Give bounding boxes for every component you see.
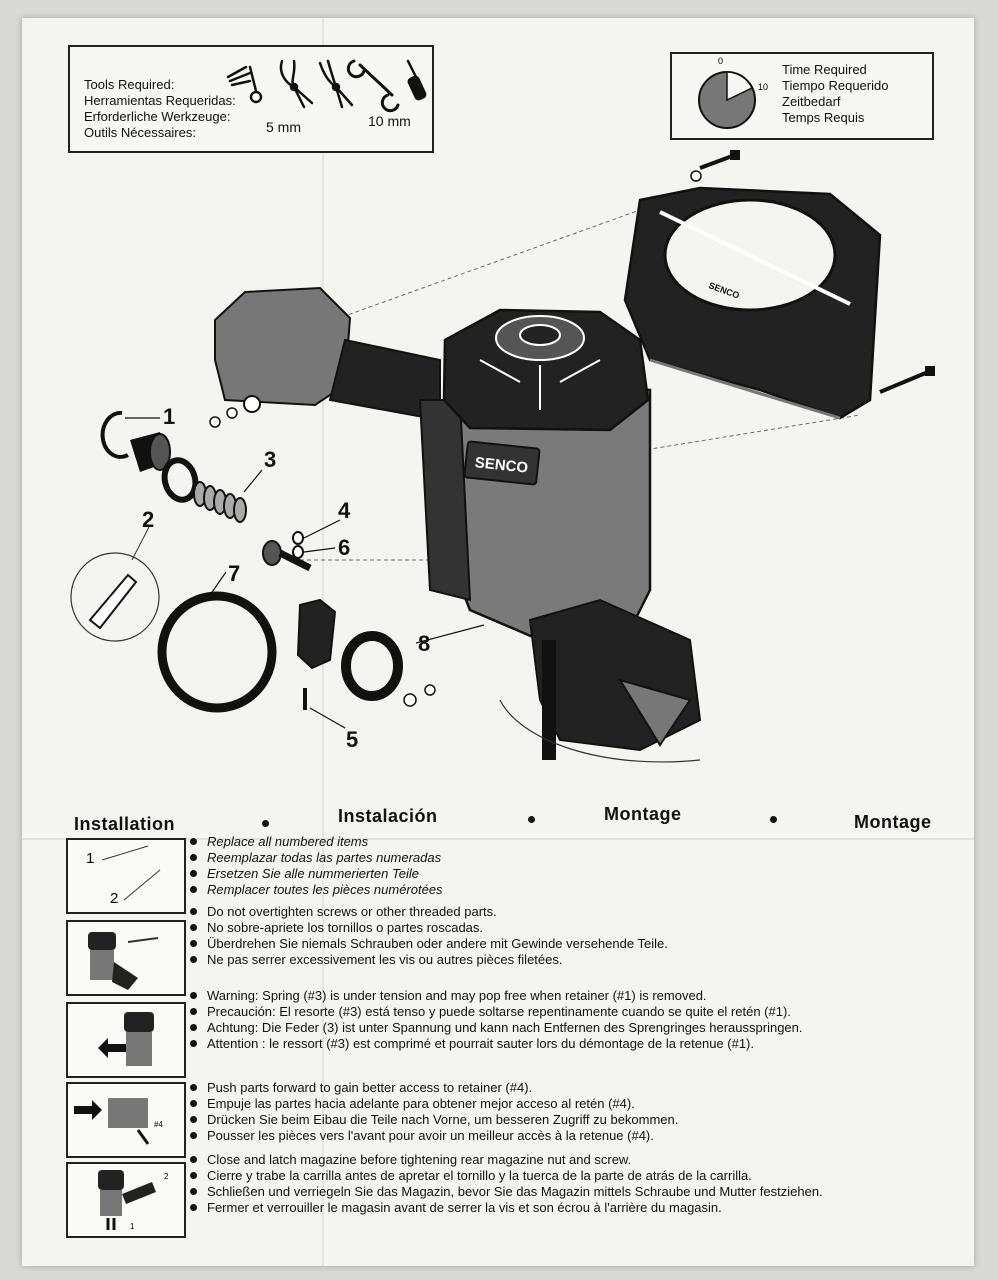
tools-line-en: Tools Required:	[84, 77, 175, 92]
nut-driver-icon	[406, 59, 427, 101]
thumb-label-retainer: #4	[154, 1120, 163, 1129]
tools-line-fr: Outils Nécessaires:	[84, 125, 196, 140]
thumb-label-2: 2	[110, 890, 119, 907]
part-number-7: 7	[228, 561, 241, 586]
tools-required-text: Tools Required: Herramientas Requeridas:…	[84, 77, 236, 141]
tool-size-10mm: 10 mm	[368, 113, 411, 129]
heading-es: Instalación	[338, 806, 438, 826]
thumb-label-2: 2	[164, 1172, 169, 1181]
tool-size-5mm: 5 mm	[266, 119, 301, 135]
step-3-line-es: Precaución: El resorte (#3) está tenso y…	[190, 1004, 791, 1019]
step-2-line-en: Do not overtighten screws or other threa…	[190, 904, 497, 919]
o-ring-part-8	[341, 631, 403, 701]
step-3-line-en: Warning: Spring (#3) is under tension an…	[190, 988, 707, 1003]
time-required-box: 0 10 Time Required Tiempo Requerido Zeit…	[670, 52, 934, 140]
dial-end-label: 10	[758, 82, 769, 92]
tools-icons	[226, 59, 427, 113]
large-o-ring-part-7	[157, 591, 277, 713]
tools-line-de: Erforderliche Werkzeuge:	[84, 109, 231, 124]
part-number-8: 8	[418, 631, 431, 656]
thumb-label-1: 1	[130, 1222, 135, 1231]
step-1-line-en: Replace all numbered items	[190, 834, 368, 849]
handle-cap-part	[214, 286, 441, 422]
tools-required-box: Tools Required: Herramientas Requeridas:…	[68, 45, 434, 153]
part-number-5: 5	[346, 727, 359, 752]
heading-separator	[262, 820, 269, 827]
part-number-6: 6	[338, 535, 351, 560]
heading-fr: Montage	[854, 812, 932, 832]
time-line-de: Zeitbedarf	[782, 94, 841, 109]
heading-en: Installation	[74, 814, 176, 834]
fold-line-horizontal	[22, 838, 974, 840]
part-2-detail-callout	[70, 524, 160, 642]
step-5-line-fr: Fermer et verrouiller le magasin avant d…	[190, 1200, 722, 1215]
step-2-line-es: No sobre-apriete los tornillos o partes …	[190, 920, 483, 935]
step-5-line-es: Cierre y trabe la carrilla antes de apre…	[190, 1168, 752, 1183]
hex-key-icon	[226, 65, 263, 104]
stop-part-2	[130, 432, 171, 472]
part-number-4: 4	[338, 498, 351, 523]
step-5-line-en: Close and latch magazine before tighteni…	[190, 1152, 631, 1167]
retaining-ring-part-1	[100, 410, 129, 459]
part-number-3: 3	[264, 447, 277, 472]
step-3-line-fr: Attention : le ressort (#3) est comprimé…	[190, 1036, 754, 1051]
tools-line-es: Herramientas Requeridas:	[84, 93, 236, 108]
o-ring-small	[161, 457, 199, 503]
step-1-thumbnail: 1 2	[66, 838, 186, 914]
magazine-screw-top	[690, 150, 740, 182]
time-line-fr: Temps Requis	[782, 110, 865, 125]
coil-magazine-part: SENCO	[623, 186, 882, 420]
tool-side-icon	[88, 932, 159, 990]
needle-nose-pliers-icon	[318, 59, 354, 109]
step-4-thumbnail: #4	[66, 1082, 186, 1158]
washer-part-4	[292, 531, 304, 559]
step-4-line-es: Empuje las partes hacia adelante para ob…	[190, 1096, 635, 1111]
step-1-line-fr: Remplacer toutes les pièces numérotées	[190, 882, 443, 897]
step-5-thumbnail: 2 1	[66, 1162, 186, 1238]
magazine-screw-side	[879, 366, 935, 394]
clock-dial-icon	[698, 71, 756, 129]
installation-heading-row: Installation Instalación Montage Montage	[74, 802, 958, 834]
body-brand-label: SENCO	[474, 454, 529, 477]
thumb-label-1: 1	[86, 850, 95, 867]
dial-start-label: 0	[718, 56, 724, 66]
step-1-line-es: Reemplazar todas las partes numeradas	[190, 850, 441, 865]
parts-callout-icon	[101, 845, 161, 901]
step-4-line-de: Drücken Sie beim Eibau die Teile nach Vo…	[190, 1112, 678, 1127]
spring-removal-icon	[98, 1012, 154, 1066]
close-magazine-icon	[98, 1170, 156, 1230]
step-2-line-de: Überdrehen Sie niemals Schrauben oder an…	[190, 936, 668, 951]
step-2-line-fr: Ne pas serrer excessivement les vis ou a…	[190, 952, 563, 967]
step-5-line-de: Schließen und verriegeln Sie das Magazin…	[190, 1184, 823, 1199]
exploded-parts-diagram: SENCO SENCO	[70, 150, 935, 763]
wrench-icon	[346, 59, 400, 113]
spring-part-3	[193, 481, 247, 523]
nose-piece-part	[499, 598, 702, 763]
push-forward-icon	[74, 1098, 150, 1145]
step-3-thumbnail	[66, 1002, 186, 1078]
time-line-es: Tiempo Requerido	[782, 78, 889, 93]
tool-body-part: SENCO	[418, 378, 652, 642]
part-number-2: 2	[142, 507, 155, 532]
heading-separator	[770, 816, 777, 823]
heading-separator	[528, 816, 535, 823]
step-4-line-fr: Pousser les pièces vers l'avant pour avo…	[190, 1128, 654, 1143]
time-required-text: Time Required Tiempo Requerido Zeitbedar…	[782, 62, 888, 126]
valve-block-part	[296, 598, 337, 670]
step-4-line-en: Push parts forward to gain better access…	[190, 1080, 532, 1095]
step-2-thumbnail	[66, 920, 186, 996]
step-1-line-de: Ersetzen Sie alle nummerierten Teile	[190, 866, 419, 881]
piston-part	[262, 540, 312, 572]
step-3-line-de: Achtung: Die Feder (3) ist unter Spannun…	[190, 1020, 803, 1035]
time-line-en: Time Required	[782, 62, 867, 77]
pliers-icon	[279, 59, 314, 109]
heading-de: Montage	[604, 804, 682, 824]
nut-washer-pair	[209, 407, 436, 707]
part-number-1: 1	[163, 404, 176, 429]
cylinder-cap-part	[442, 308, 650, 432]
